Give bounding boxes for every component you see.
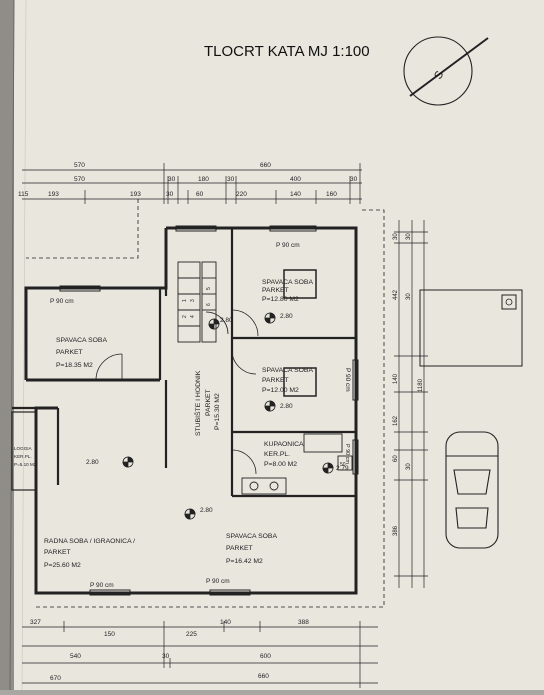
dim-top: 193 xyxy=(130,191,141,198)
level-value: 2.80 xyxy=(200,507,213,514)
room-floor: PARKET xyxy=(44,549,71,556)
bottom-dimension-lines xyxy=(22,621,378,688)
dim-right: 30 xyxy=(406,463,412,470)
dim-bottom: 30 xyxy=(162,653,170,660)
room-name: SPAVACA SOBA xyxy=(262,367,313,374)
dim-top: 400 xyxy=(290,176,301,183)
room-floor: PARKET xyxy=(56,349,83,356)
dim-top: 30 xyxy=(166,191,174,198)
dim-right: 30 xyxy=(406,293,412,300)
dim-top: 193 xyxy=(48,191,59,198)
dim-right: 162 xyxy=(393,415,399,426)
room-floor: PARKET xyxy=(205,389,212,416)
dim-top: 30 xyxy=(350,176,358,183)
parapet-label: P 90 cm xyxy=(90,582,114,589)
stair-step-number: 5 xyxy=(206,287,212,290)
dim-bottom: 540 xyxy=(70,653,81,660)
room-name: SPAVACA SOBA xyxy=(262,279,313,286)
north-arrow-circle-icon xyxy=(403,36,473,106)
stair-step-number: 2 xyxy=(182,315,188,318)
room-floor: PARKET xyxy=(226,545,253,552)
drawing-title: TLOCRT KATA MJ 1:100 xyxy=(204,43,370,60)
room-name: LOGGIA xyxy=(14,446,33,451)
interior-walls xyxy=(12,228,356,498)
parapet-label: P 90 cm xyxy=(50,298,74,305)
dim-bottom: 670 xyxy=(50,675,61,682)
dim-top: 660 xyxy=(260,162,271,169)
level-value: 2.80 xyxy=(280,403,293,410)
stair-step-number: 1 xyxy=(182,299,188,302)
windows xyxy=(59,225,359,596)
dim-bottom: 600 xyxy=(260,653,271,660)
parapet-label: P 90 cm xyxy=(276,242,300,249)
level-marker-icons xyxy=(122,312,334,520)
level-value: 2.80 xyxy=(86,459,99,466)
room-area: P=12.80 M2 xyxy=(262,296,299,303)
dim-top: 570 xyxy=(74,176,85,183)
room-floor: PARKET xyxy=(262,287,289,294)
room-name: RADNA SOBA / IGRAONICA / xyxy=(44,538,135,545)
room-area: P=15.30 M2 xyxy=(214,393,221,430)
room-floor: KER.PL. xyxy=(14,454,32,459)
dim-bottom: 327 xyxy=(30,619,41,626)
north-arrow-needle-icon xyxy=(409,37,489,97)
dim-right: 30 xyxy=(393,233,399,240)
dim-right: 30 xyxy=(406,233,412,240)
room-name: SPAVACA SOBA xyxy=(56,337,107,344)
dim-top: 570 xyxy=(74,162,85,169)
stair-step-number: 4 xyxy=(190,315,196,318)
room-floor: PARKET xyxy=(262,377,289,384)
dim-bottom: 225 xyxy=(186,631,197,638)
room-name: KUPAONICA xyxy=(264,441,304,448)
doors xyxy=(95,309,259,475)
dim-bottom: 150 xyxy=(104,631,115,638)
room-area: P=12.00 M2 xyxy=(262,387,299,394)
parapet-label: P 90 cm xyxy=(344,368,351,392)
dim-top: 220 xyxy=(236,191,247,198)
room-name: SPAVACA SOBA xyxy=(226,533,277,540)
dim-top: 30 xyxy=(227,176,235,183)
room-area: P=16.42 M2 xyxy=(226,558,263,565)
parapet-label: P 90 cm xyxy=(344,444,350,464)
dim-right: 60 xyxy=(393,455,399,462)
bath-fixture-dim: 50 xyxy=(340,462,346,468)
room-name: STUBIŠTE I HODNIK xyxy=(193,370,202,436)
level-value: 2.79 xyxy=(336,465,349,472)
dim-top: 30 xyxy=(168,176,176,183)
top-dimension-lines xyxy=(22,163,362,204)
dim-right: 386 xyxy=(393,525,399,536)
paper-sheet xyxy=(10,0,544,690)
dim-bottom: 388 xyxy=(298,619,309,626)
level-value: 2.80 xyxy=(280,313,293,320)
room-area: P=5.10 M2 xyxy=(14,462,37,467)
dim-top: 140 xyxy=(290,191,301,198)
dim-top: 160 xyxy=(326,191,337,198)
dim-bottom: 660 xyxy=(258,673,269,680)
car-icon xyxy=(445,431,499,549)
room-floor: KER.PL. xyxy=(264,451,290,458)
dim-top: 180 xyxy=(198,176,209,183)
dim-bottom: 140 xyxy=(220,619,231,626)
room-area: P=25.60 M2 xyxy=(44,562,81,569)
bathroom-fixtures xyxy=(241,433,353,495)
stairs xyxy=(177,261,217,343)
garage-outline xyxy=(419,289,523,367)
stair-step-number: 6 xyxy=(206,303,212,306)
stair-step-number: 3 xyxy=(190,299,196,302)
dim-right: 140 xyxy=(393,373,399,384)
parapet-label: P 90 cm xyxy=(206,578,230,585)
right-dimension-lines xyxy=(394,220,428,588)
dim-right: 1180 xyxy=(418,378,424,392)
dim-right: 442 xyxy=(393,289,399,300)
dim-top: 60 xyxy=(196,191,204,198)
room-area: P=18.35 M2 xyxy=(56,362,93,369)
room-area: P=8.00 M2 xyxy=(264,461,297,468)
dim-left: 115 xyxy=(18,191,29,198)
level-value: 2.80 xyxy=(220,317,233,324)
